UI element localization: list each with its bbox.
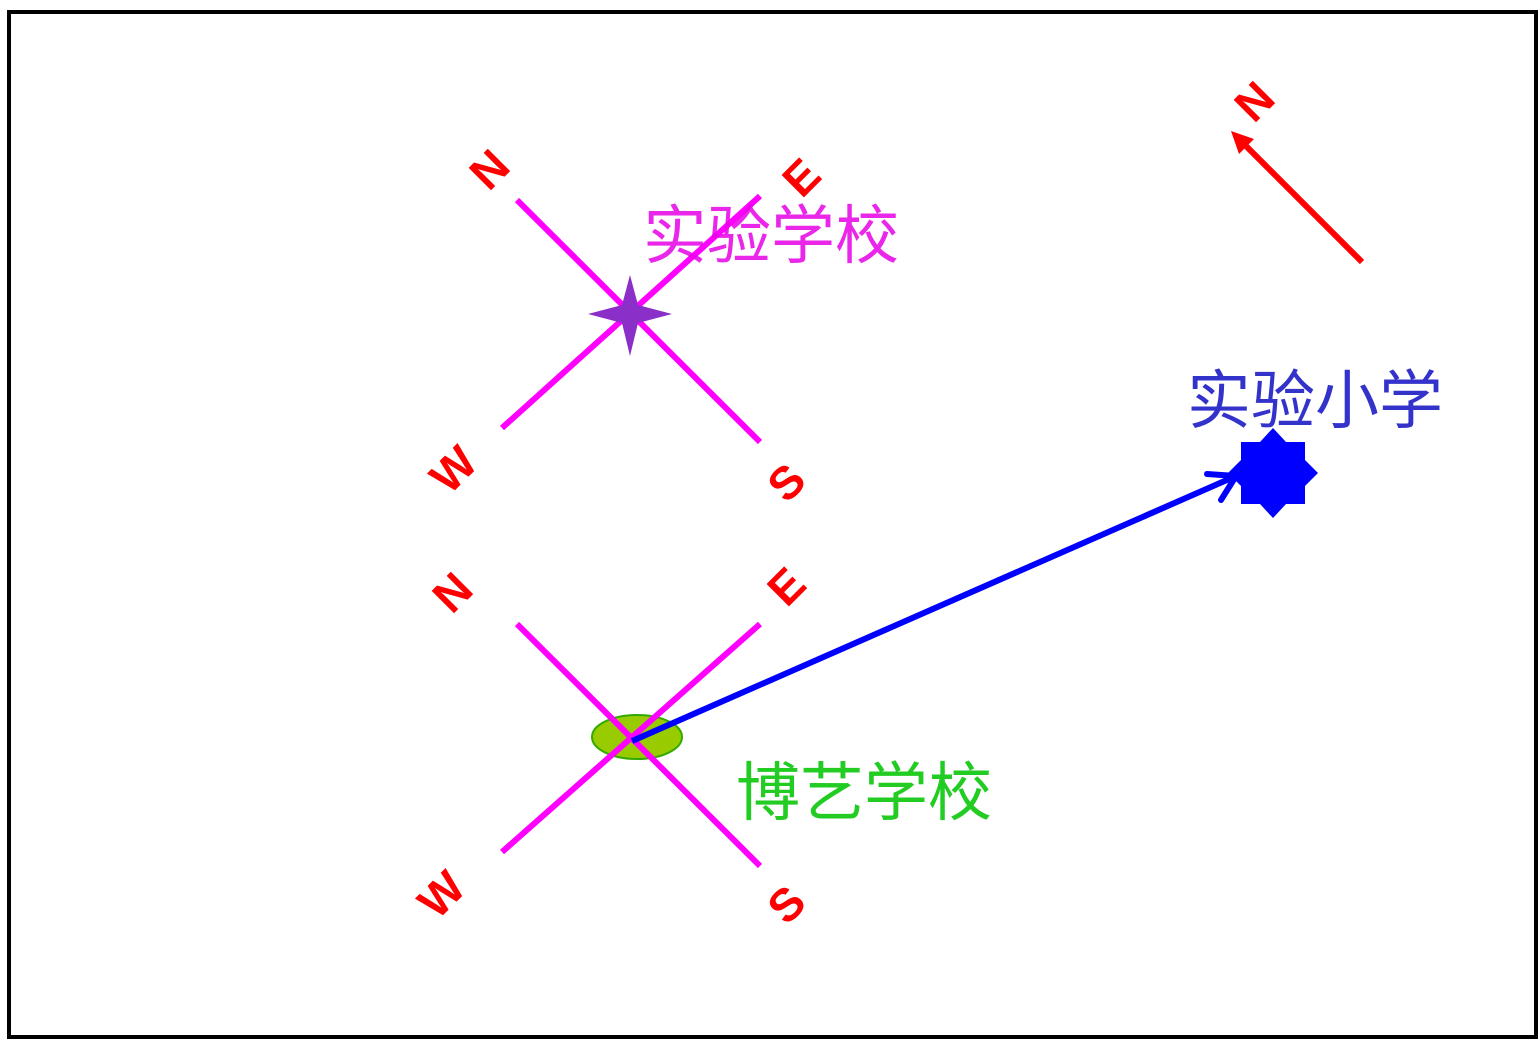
school-b-label: 博艺学校	[736, 757, 992, 831]
compass-lower-north-label: N	[422, 562, 482, 622]
compass-lower-east-label: E	[757, 557, 815, 615]
compass-upper-south-label: S	[757, 453, 815, 511]
compass-lower-nw-se-axis	[514, 621, 763, 869]
compass-upper-west-label: W	[420, 435, 488, 503]
route-arrow	[630, 471, 1239, 744]
compass-lower-west-label: W	[408, 860, 476, 928]
compass-lower: N E W S	[408, 557, 816, 933]
compass-upper-east-label: E	[772, 148, 830, 206]
north-arrow	[1235, 135, 1365, 265]
north-indicator: N	[1224, 71, 1365, 265]
diagram-frame	[7, 10, 1538, 1039]
compass-upper-north-label: N	[459, 139, 519, 199]
route-arrow-shaft	[630, 473, 1238, 744]
school-a-label: 实验学校	[643, 200, 899, 274]
target-label: 实验小学	[1187, 365, 1443, 439]
north-arrow-head	[1231, 131, 1254, 154]
compass-upper: N E W S	[420, 139, 831, 511]
target-star-marker	[1228, 428, 1318, 518]
school-a-star-marker	[588, 275, 672, 356]
compass-lower-south-label: S	[757, 875, 815, 933]
north-indicator-label: N	[1224, 71, 1284, 131]
